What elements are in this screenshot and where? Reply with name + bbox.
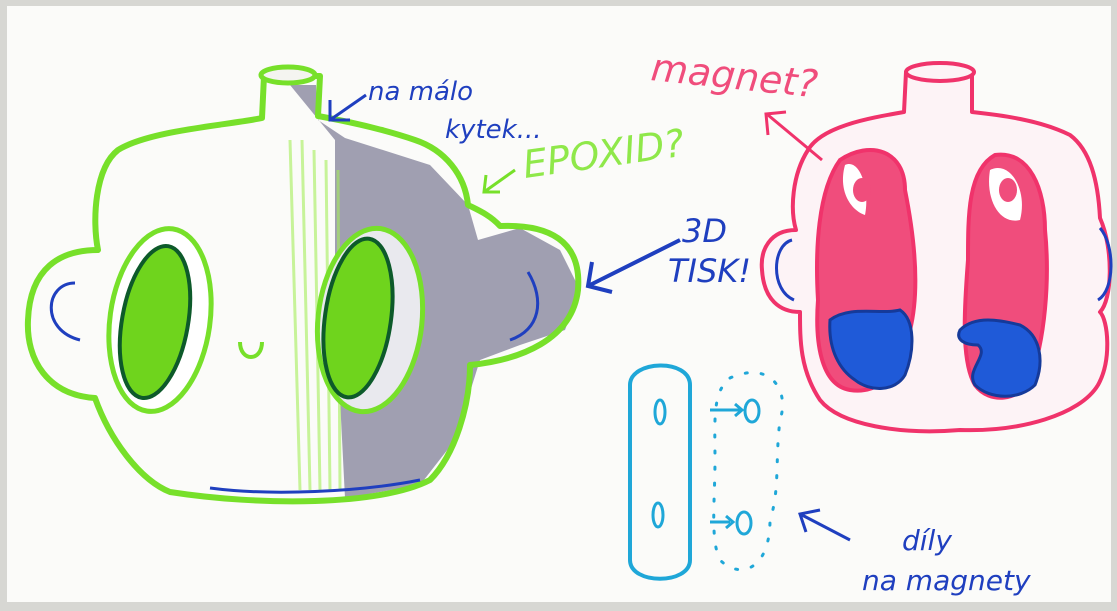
note-3d: 3D — [682, 212, 727, 250]
mold-neck — [906, 63, 974, 81]
note-na-malo: na málo — [368, 77, 473, 107]
mold-left-dot — [853, 178, 871, 202]
vase-neck-opening — [261, 67, 315, 83]
mold-right-dot — [999, 178, 1017, 202]
note-kytek: kytek... — [445, 115, 541, 145]
note-na-magnety: na magnety — [862, 564, 1031, 597]
note-tisk: TISK! — [668, 252, 751, 290]
note-dily: díly — [902, 524, 952, 557]
